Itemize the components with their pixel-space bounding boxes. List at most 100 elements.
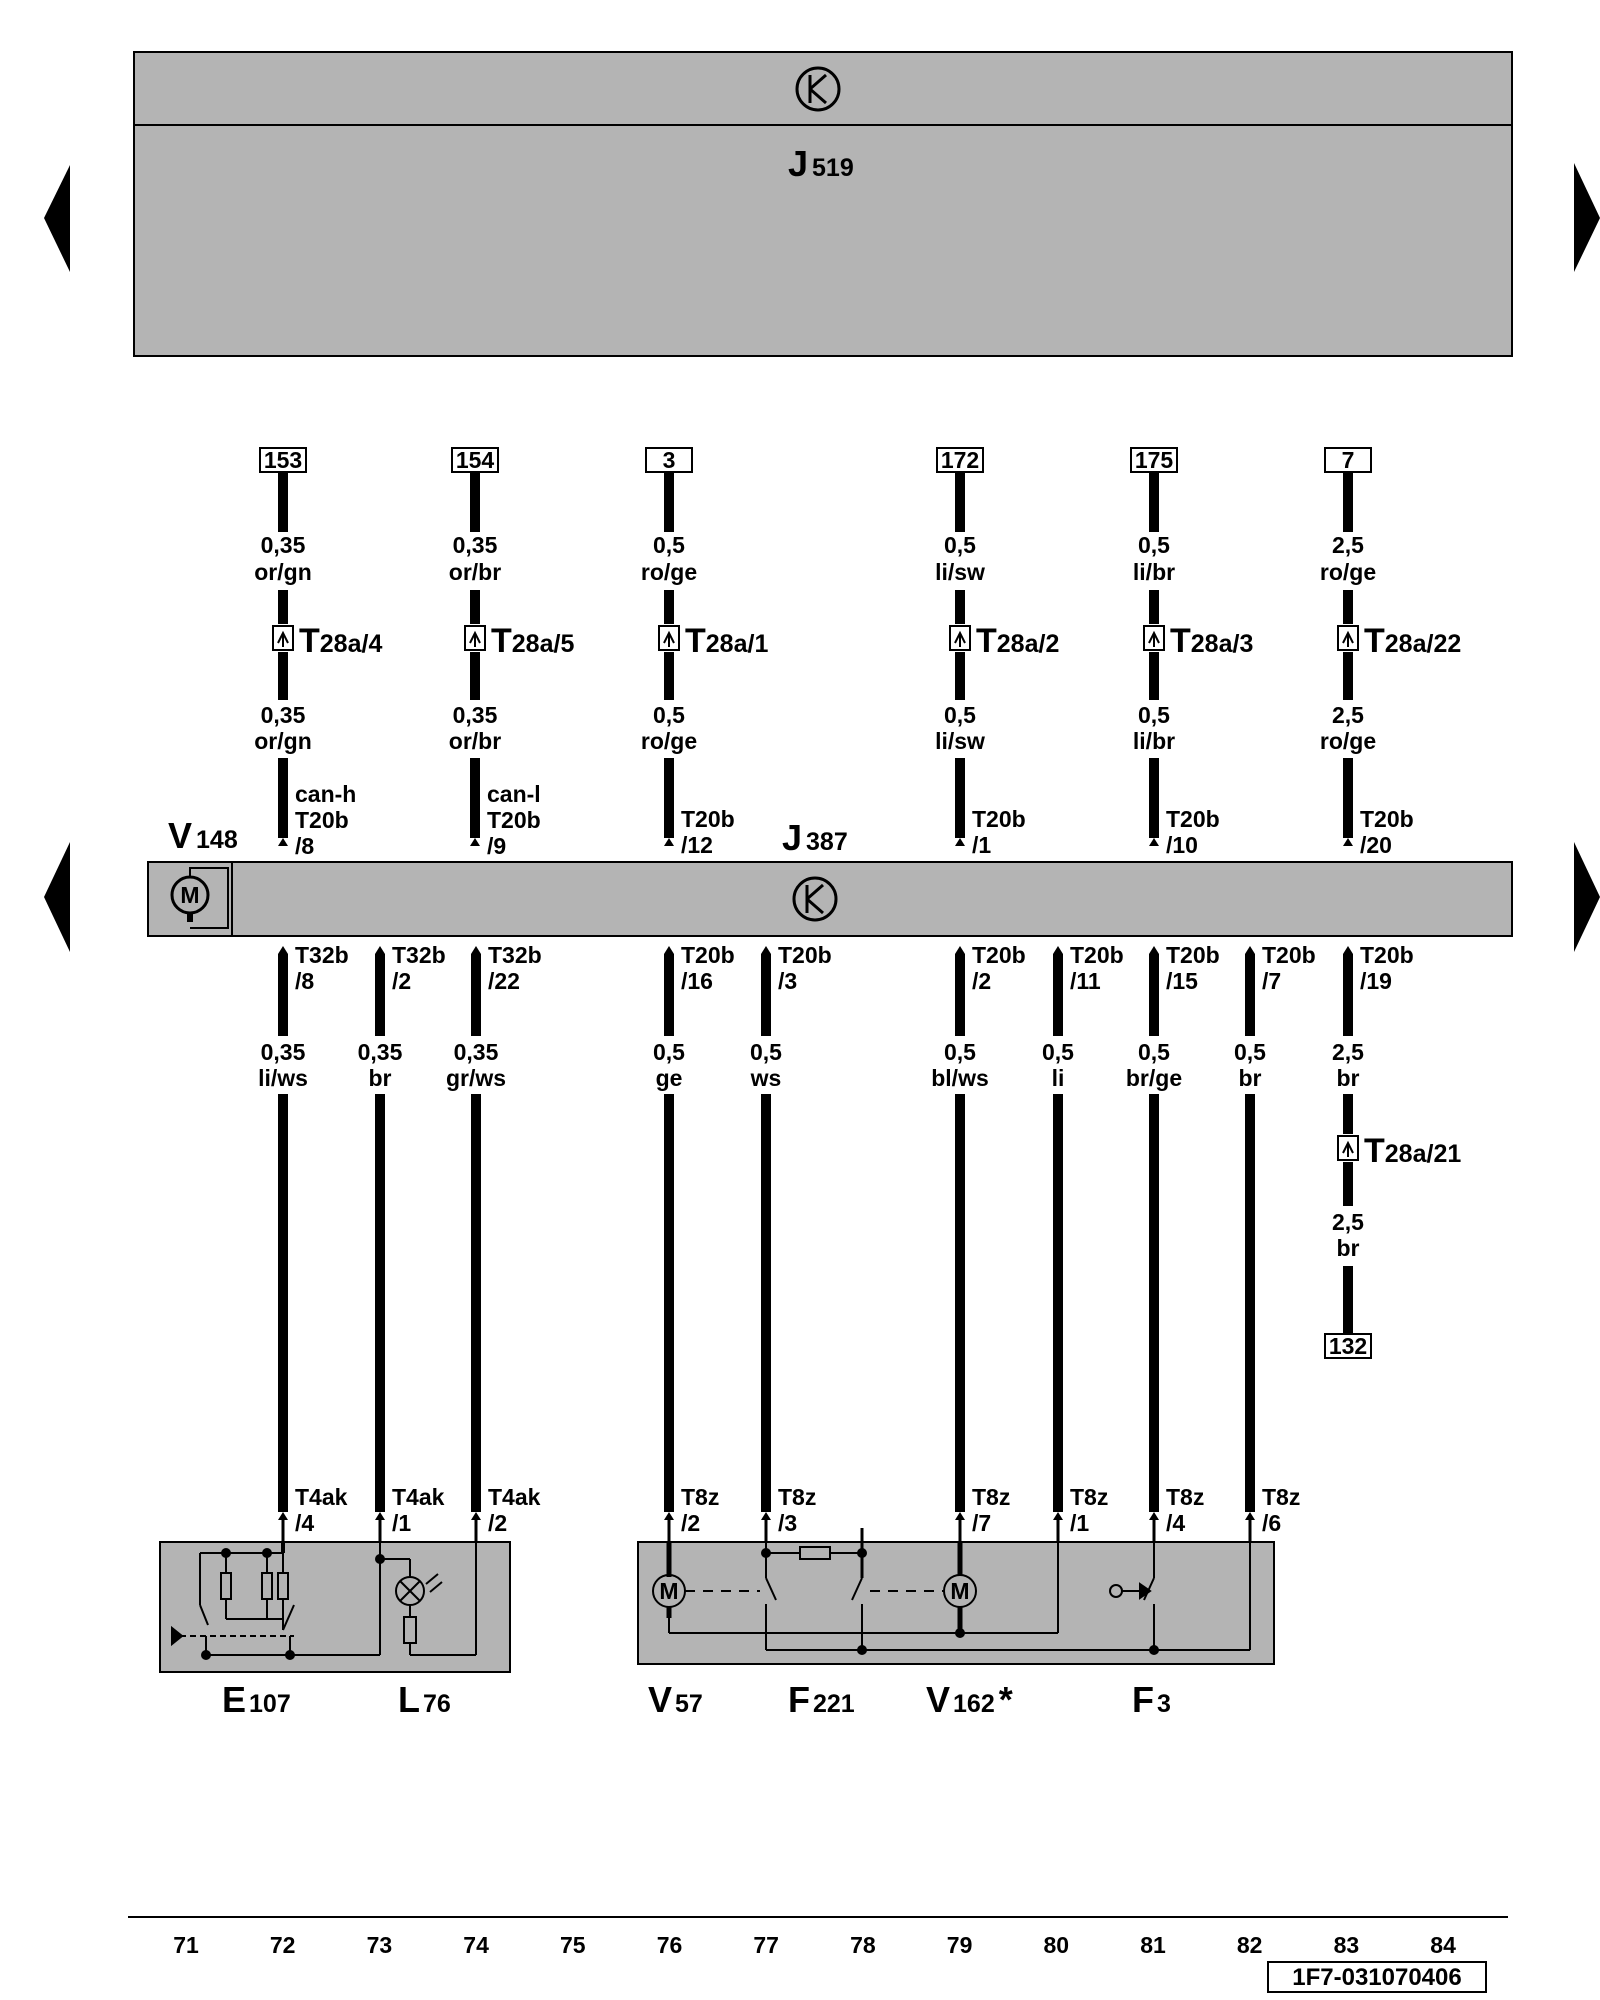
pin-label: /9	[487, 833, 506, 859]
pin-label: /3	[778, 1510, 797, 1536]
wire-color: or/gn	[254, 559, 312, 585]
pin-label: T20b	[487, 807, 541, 833]
wire-color: br	[1337, 1065, 1360, 1091]
ref-box-175-text: 175	[1135, 447, 1174, 473]
pin-label: /8	[295, 968, 314, 994]
track-number: 76	[657, 1932, 683, 1958]
diagram-code: 1F7-031070406	[1292, 1964, 1461, 1991]
track-number: 71	[173, 1932, 199, 1958]
wire-size: 0,35	[454, 1039, 499, 1065]
pin-label: T8z	[1166, 1484, 1204, 1510]
pin-label: T20b	[1262, 942, 1316, 968]
connector-label: T28a/3	[1170, 622, 1253, 660]
pin-label: /19	[1360, 968, 1392, 994]
pin-arrow-icon	[471, 1512, 481, 1520]
pin-arrow-icon	[1343, 838, 1353, 846]
wire-size: 2,5	[1332, 1039, 1364, 1065]
wire-size: 2,5	[1332, 532, 1364, 558]
pin-arrow-icon	[761, 1512, 771, 1520]
pin-arrow-icon	[1245, 1512, 1255, 1520]
wire-size: 0,5	[944, 1039, 976, 1065]
pin-label: T4ak	[392, 1484, 445, 1510]
pin-arrow-icon	[1149, 946, 1159, 954]
ref-box-7	[1324, 447, 1372, 473]
pin-label: /1	[392, 1510, 411, 1536]
pin-label: /7	[1262, 968, 1281, 994]
pin-label: /6	[1262, 1510, 1281, 1536]
page-next-arrow-icon[interactable]	[1574, 163, 1600, 272]
wire-color: ge	[656, 1065, 683, 1091]
pin-label: /10	[1166, 832, 1198, 858]
pin-label: /20	[1360, 832, 1392, 858]
wire-size: 0,5	[944, 532, 976, 558]
ref-box-172	[936, 447, 984, 473]
pin-label: T20b	[295, 807, 349, 833]
motor-icon: M	[180, 882, 199, 908]
pin-label: T20b	[681, 806, 735, 832]
pin-label: /15	[1166, 968, 1198, 994]
pin-arrow-icon	[1149, 838, 1159, 846]
wire-size: 0,35	[453, 532, 498, 558]
wire-color: or/gn	[254, 728, 312, 754]
pin-label: /7	[972, 1510, 991, 1536]
pin-label: /2	[392, 968, 411, 994]
pin-label: /8	[295, 833, 314, 859]
component-box-v57-f3: M M	[637, 1528, 1275, 1665]
pin-arrow-icon	[471, 946, 481, 954]
ref-box-3-text: 3	[663, 447, 676, 473]
pin-label: T20b	[778, 942, 832, 968]
page-next-arrow-icon-lower[interactable]	[1574, 842, 1600, 952]
pin-arrow-icon	[664, 838, 674, 846]
pin-label: T20b	[1166, 806, 1220, 832]
pin-label: T20b	[681, 942, 735, 968]
wire-size: 0,5	[653, 532, 685, 558]
pin-label: T20b	[1360, 942, 1414, 968]
ref-box-132	[1324, 1333, 1372, 1359]
pin-label: /2	[488, 1510, 507, 1536]
connector-label: T28a/5	[491, 622, 574, 660]
connector-label: T28a/1	[685, 622, 768, 660]
pin-arrow-icon	[278, 1512, 288, 1520]
pin-label: /2	[681, 1510, 700, 1536]
pin-label: T20b	[1166, 942, 1220, 968]
wire-color: li/br	[1133, 728, 1175, 754]
wire-size: 0,5	[653, 1039, 685, 1065]
wire-color: ro/ge	[641, 728, 697, 754]
pin-label: T20b	[1070, 942, 1124, 968]
wire-size: 0,5	[1042, 1039, 1074, 1065]
ref-box-7-text: 7	[1342, 447, 1355, 473]
control-unit-icon	[792, 876, 838, 922]
wire-color: ro/ge	[1320, 728, 1376, 754]
pin-label: /1	[972, 832, 991, 858]
page-prev-arrow-icon-lower[interactable]	[44, 842, 70, 952]
wire-color: li/sw	[935, 559, 985, 585]
pin-arrow-icon	[375, 946, 385, 954]
pin-label: T32b	[488, 942, 542, 968]
pin-label: /22	[488, 968, 520, 994]
connector-label: T28a/4	[299, 622, 382, 660]
wire-color: li/ws	[258, 1065, 308, 1091]
pin-label: /11	[1070, 968, 1101, 994]
pin-arrow-icon	[1149, 1512, 1159, 1520]
ref-box-132-text: 132	[1329, 1333, 1367, 1359]
wire-color: bl/ws	[931, 1065, 989, 1091]
pin-label: T32b	[295, 942, 349, 968]
track-number: 81	[1140, 1932, 1166, 1958]
wire-color: or/br	[449, 559, 501, 585]
track-number: 84	[1430, 1932, 1456, 1958]
wire-size: 0,35	[261, 702, 306, 728]
page-prev-arrow-icon[interactable]	[44, 165, 70, 272]
pin-label: T8z	[1070, 1484, 1108, 1510]
wire-size: 0,5	[1234, 1039, 1266, 1065]
track-number: 73	[367, 1932, 393, 1958]
wire-color: ws	[750, 1065, 782, 1091]
track-number: 78	[850, 1932, 876, 1958]
track-number: 75	[560, 1932, 586, 1958]
